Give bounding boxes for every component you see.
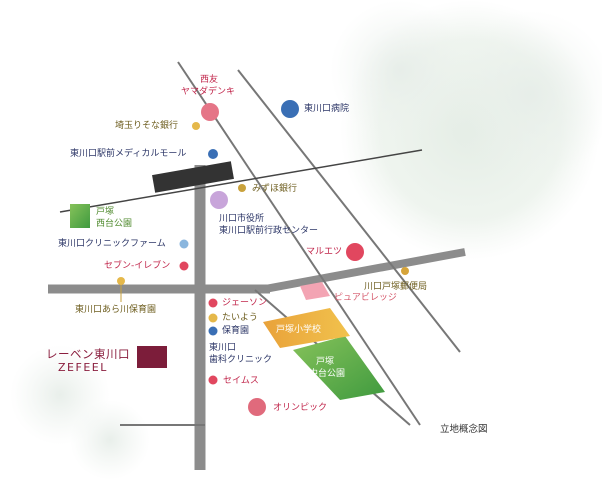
label-mizuho: みずほ銀行 <box>252 184 298 194</box>
markers <box>117 100 409 416</box>
label-dental-2: 歯科クリニック <box>209 355 273 365</box>
yamada-marker <box>201 103 219 121</box>
resona-marker <box>192 122 200 130</box>
label-city-office-2: 東川口駅前行政センター <box>219 226 319 236</box>
label-clinic-farm: 東川口クリニックファーム <box>58 239 166 249</box>
label-seimusu: セイムス <box>223 376 259 386</box>
label-dental-1: 東川口 <box>209 343 237 353</box>
label-seven: セブン-イレブン <box>104 261 171 271</box>
post-office-marker <box>401 267 409 275</box>
maruetsu-marker <box>346 243 364 261</box>
taiyou-marker <box>208 313 218 323</box>
label-post-office: 川口戸塚郵便局 <box>364 282 428 292</box>
seimusu-marker <box>208 375 218 385</box>
label-maruetsu: マルエツ <box>306 247 343 257</box>
road-diagonal-1 <box>177 61 421 426</box>
label-nursery-arai: 東川口あら川保育園 <box>75 305 157 315</box>
label-chudai-park-2: 中台公園 <box>309 369 346 379</box>
label-chudai-park-1: 戸塚 <box>316 357 335 367</box>
nursery-marker <box>117 277 125 285</box>
map-note: 立地概念図 <box>440 424 488 435</box>
watercolor-background <box>10 0 602 480</box>
railway-line <box>59 149 423 213</box>
label-yamada: ヤマダデンキ <box>181 87 236 97</box>
label-school: 戸塚小学校 <box>276 325 322 335</box>
label-nishiyu: 西友 <box>200 75 219 85</box>
mizuho-marker <box>238 184 246 192</box>
property-name-en: ZEFEEL <box>58 361 108 374</box>
label-olympic: オリンピック <box>273 403 328 413</box>
label-city-office-1: 川口市役所 <box>219 214 265 224</box>
city-office-marker <box>210 191 228 209</box>
clinic-farm-marker <box>179 239 189 249</box>
label-taiyou: たいよう <box>222 313 258 323</box>
label-pure-village: ピュアビレッジ <box>334 293 397 303</box>
olympic-marker <box>248 398 266 416</box>
label-hoikuen: 保育園 <box>222 326 250 336</box>
tozuka-chudai-park <box>293 336 385 400</box>
seven-marker <box>179 261 189 271</box>
medical-mall-marker <box>208 149 218 159</box>
label-medical-mall: 東川口駅前メディカルモール <box>70 149 187 159</box>
jason-marker <box>208 298 218 308</box>
hoikuen-marker <box>208 326 218 336</box>
label-park-1: 戸塚 <box>96 207 115 217</box>
label-hospital: 東川口病院 <box>304 104 350 114</box>
station-building <box>152 161 234 193</box>
road-diagonal-east <box>264 248 466 293</box>
hospital-marker <box>281 100 299 118</box>
property-name: レーベン東川口 <box>46 347 130 361</box>
tozuka-elementary-school <box>263 308 350 348</box>
label-park-2: 西台公園 <box>96 219 133 229</box>
property-marker <box>137 346 167 368</box>
label-jason: ジェーソン <box>222 298 268 308</box>
label-resona: 埼玉りそな銀行 <box>115 121 179 131</box>
tozuka-nishidai-park <box>70 204 90 228</box>
pure-village-building <box>300 282 330 300</box>
road-diagonal-2 <box>237 69 461 353</box>
